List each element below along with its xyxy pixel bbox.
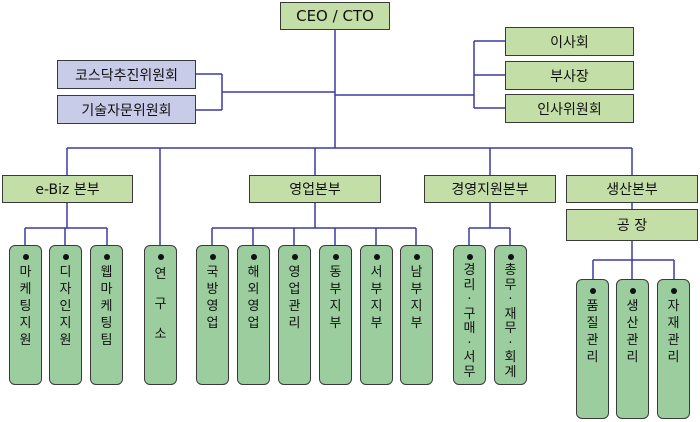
accounting-purchasing-box: 경 리 · 구 매 · 서 무	[453, 245, 486, 385]
sales-management-box: 영 업 관 리	[278, 245, 311, 385]
bullet-icon	[332, 254, 339, 260]
bullet-icon	[62, 254, 69, 260]
unit-label: 동 부 지 부	[329, 265, 342, 331]
bullet-icon	[103, 254, 110, 260]
unit-label: 자 재 관 리	[667, 299, 680, 365]
marketing-support-box: 마 케 팅 지 원	[9, 245, 42, 385]
unit-label: 남 부 지 부	[410, 265, 423, 331]
bullet-icon	[670, 288, 677, 294]
research-lab-box: 연 구 소	[144, 245, 177, 385]
unit-label: 웹 마 케 팅 팀	[100, 265, 113, 348]
web-marketing-team-box: 웹 마 케 팅 팀	[90, 245, 123, 385]
unit-label: 품 질 관 리	[586, 299, 599, 365]
ebiz-division-box: e-Biz 본부	[2, 175, 133, 203]
unit-label: 마 케 팅 지 원	[19, 265, 32, 348]
board-box: 이사회	[505, 27, 634, 56]
defense-sales-box: 국 방 영 업	[196, 245, 229, 385]
unit-label: 디 자 인 지 원	[59, 265, 72, 348]
bullet-icon	[629, 288, 636, 294]
general-affairs-finance-box: 총 무 · 재 무 · 회 계	[494, 245, 527, 385]
management-division-box: 경영지원본부	[424, 175, 556, 203]
bullet-icon	[413, 254, 420, 260]
south-branch-box: 남 부 지 부	[400, 245, 433, 385]
bullet-icon	[250, 254, 257, 260]
bullet-icon	[209, 254, 216, 260]
west-branch-box: 서 부 지 부	[360, 245, 393, 385]
quality-management-box: 품 질 관 리	[576, 279, 609, 419]
unit-label: 국 방 영 업	[206, 265, 219, 331]
hr-committee-box: 인사위원회	[505, 94, 634, 123]
bullet-icon	[589, 288, 596, 294]
vice-president-box: 부사장	[505, 61, 634, 90]
unit-label: 생 산 관 리	[626, 299, 639, 365]
bullet-icon	[507, 254, 514, 260]
unit-label: 서 부 지 부	[370, 265, 383, 331]
unit-label: 연 구 소	[154, 267, 167, 342]
unit-label: 경 리 · 구 매 · 서 무	[463, 263, 476, 380]
production-management-box: 생 산 관 리	[616, 279, 649, 419]
factory-box: 공 장	[566, 209, 698, 241]
east-branch-box: 동 부 지 부	[319, 245, 352, 385]
sales-division-box: 영업본부	[249, 175, 381, 203]
unit-label: 해 외 영 업	[247, 265, 260, 331]
bullet-icon	[22, 254, 29, 260]
bullet-icon	[466, 254, 473, 260]
unit-label: 영 업 관 리	[288, 265, 301, 331]
bullet-icon	[157, 254, 164, 260]
materials-management-box: 자 재 관 리	[657, 279, 690, 419]
kosdaq-committee-box: 코스닥추진위원회	[57, 60, 196, 89]
tech-advisory-committee-box: 기술자문위원회	[57, 95, 196, 124]
bullet-icon	[373, 254, 380, 260]
unit-label: 총 무 · 재 무 · 회 계	[504, 263, 517, 380]
ceo-cto-box: CEO / CTO	[280, 2, 390, 30]
production-division-box: 생산본부	[566, 175, 698, 203]
overseas-sales-box: 해 외 영 업	[237, 245, 270, 385]
design-support-box: 디 자 인 지 원	[49, 245, 82, 385]
bullet-icon	[291, 254, 298, 260]
